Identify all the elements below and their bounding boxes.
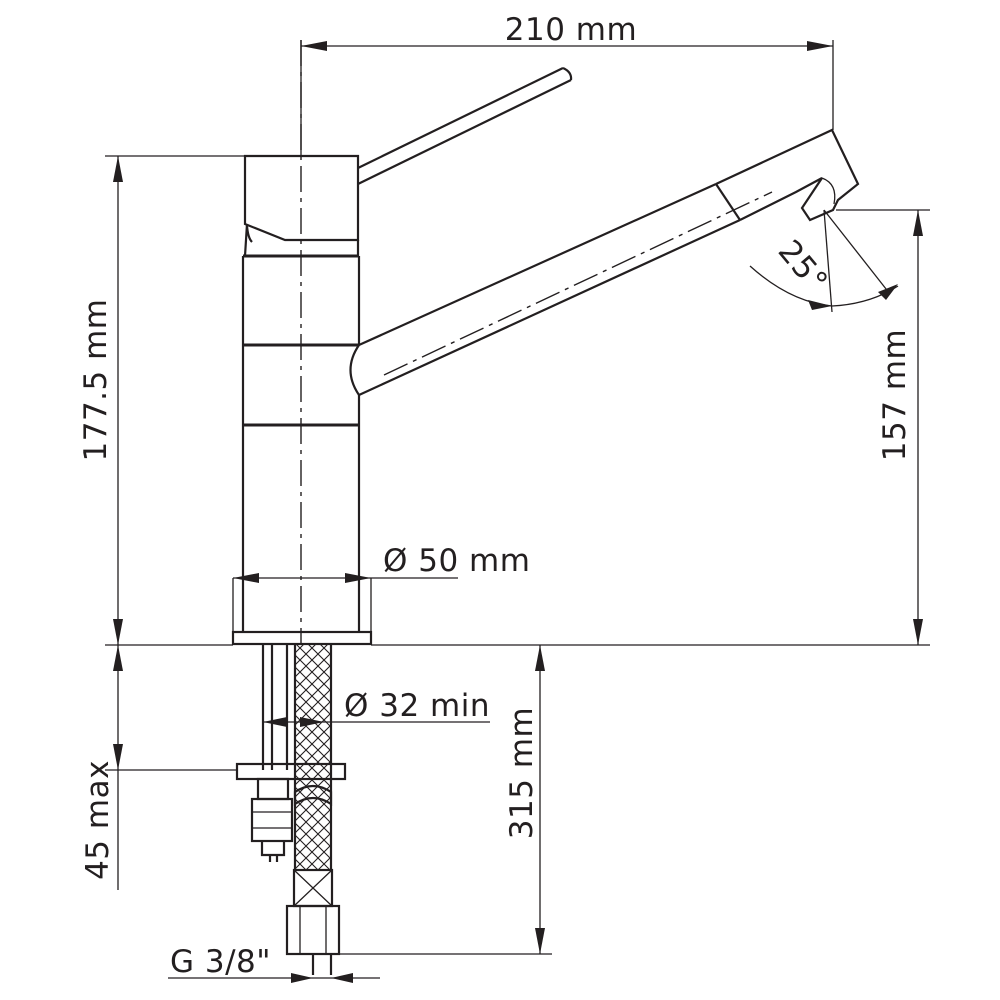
width-label: 210 mm <box>505 12 637 48</box>
hose-length-label: 315 mm <box>504 707 540 839</box>
dim-width <box>300 40 834 156</box>
hose-nut <box>285 904 341 956</box>
thread-label: G 3/8" <box>170 944 271 980</box>
fixing-nut <box>250 797 294 843</box>
dim-spout-angle <box>749 209 899 313</box>
spout <box>349 128 860 396</box>
mounting-assembly <box>235 645 347 862</box>
dim-height <box>105 155 245 646</box>
handle-lever <box>357 66 573 185</box>
angle-label: 25° <box>771 233 835 299</box>
base-plate <box>231 630 373 646</box>
main-column <box>241 256 361 632</box>
dim-spout-height <box>836 209 930 645</box>
fixing-washer <box>235 762 347 781</box>
braided-hose <box>285 645 341 975</box>
dim-body-diameter <box>233 573 458 583</box>
thickness-label: 45 max <box>80 760 116 880</box>
dim-thread <box>168 973 380 983</box>
spout-head <box>715 128 860 222</box>
dim-thickness <box>105 645 237 890</box>
body-diameter-label: Ø 50 mm <box>383 543 530 579</box>
height-label: 177.5 mm <box>78 299 114 462</box>
dim-hole-diameter <box>263 717 490 727</box>
dim-hose-length <box>340 645 552 955</box>
spout-height-label: 157 mm <box>877 329 913 461</box>
lever-housing <box>243 154 360 242</box>
hole-diameter-label: Ø 32 min <box>344 688 490 724</box>
